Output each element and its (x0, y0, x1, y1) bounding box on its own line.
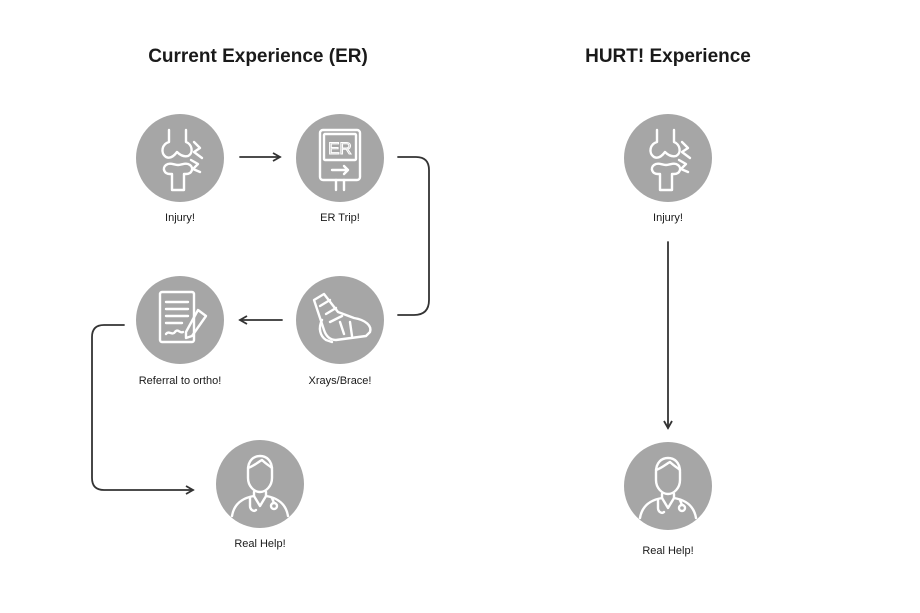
hurt-injury-label: Injury! (653, 212, 683, 224)
current-er-label: ER Trip! (320, 212, 360, 224)
hurt-help-label: Real Help! (642, 545, 694, 557)
current-xrays-node (296, 276, 384, 364)
foot-brace-icon (296, 276, 384, 364)
referral-document-icon (136, 276, 224, 364)
current-help-label: Real Help! (234, 538, 286, 550)
current-injury-label: Injury! (165, 212, 195, 224)
er-sign-icon: ER (296, 114, 384, 202)
doctor-icon (624, 442, 712, 530)
current-referral-node (136, 276, 224, 364)
current-xrays-label: Xrays/Brace! (308, 375, 372, 387)
connector-referral-to-help (91, 324, 195, 495)
doctor-icon (216, 440, 304, 528)
hurt-help-node (624, 442, 712, 530)
connector-er-to-xrays (397, 156, 430, 316)
joint-injury-icon (136, 114, 224, 202)
hurt-experience-title: HURT! Experience (585, 46, 751, 67)
current-referral-label: Referral to ortho! (138, 375, 222, 387)
current-help-node (216, 440, 304, 528)
hurt-injury-node (624, 114, 712, 202)
current-injury-node (136, 114, 224, 202)
svg-text:ER: ER (328, 139, 352, 158)
current-experience-title: Current Experience (ER) (148, 46, 368, 67)
joint-injury-icon (624, 114, 712, 202)
current-er-node: ER (296, 114, 384, 202)
